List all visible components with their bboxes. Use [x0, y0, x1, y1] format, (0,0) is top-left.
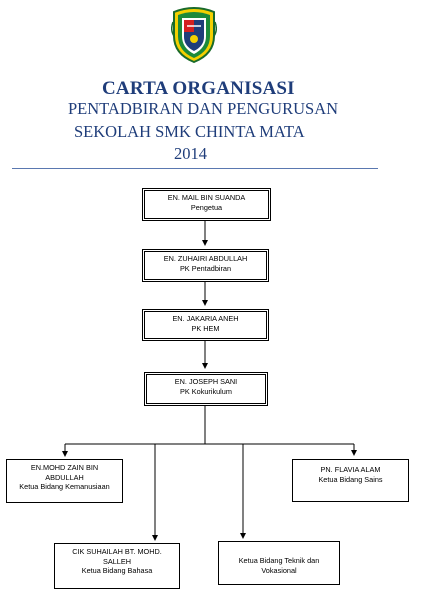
node-role: Ketua Bidang Sains [318, 474, 383, 484]
node-pk-kokurikulum: EN. JOSEPH SANI PK Kokurikulum [144, 372, 268, 406]
node-role: Ketua Bidang Teknik dan Vokasional [238, 556, 320, 575]
node-ketua-sains: PN. FLAVIA ALAM Ketua Bidang Sains [292, 459, 409, 502]
node-name: EN.MOHD ZAIN BIN ABDULLAH [30, 463, 99, 482]
node-role: PK Pentadbiran [179, 263, 232, 273]
school-crest-icon [171, 7, 217, 64]
node-role: PK Kokurikulum [180, 386, 232, 396]
node-name: EN. MAIL BIN SUANDA [167, 193, 246, 202]
node-role: Pengetua [190, 202, 223, 212]
header-divider [12, 168, 378, 169]
node-ketua-kemanusiaan: EN.MOHD ZAIN BIN ABDULLAH Ketua Bidang K… [6, 459, 123, 503]
node-name: PN. FLAVIA ALAM [320, 465, 381, 474]
node-ketua-bahasa: CIK SUHAILAH BT. MOHD. SALLEH Ketua Bida… [54, 543, 180, 589]
node-pengetua: EN. MAIL BIN SUANDA Pengetua [142, 188, 271, 221]
node-role: Ketua Bidang Bahasa [81, 566, 153, 576]
node-name: EN. JAKARIA ANEH [172, 314, 239, 323]
school-name: SEKOLAH SMK CHINTA MATA [74, 122, 305, 141]
chart-title: CARTA ORGANISASI [102, 78, 295, 99]
node-role: Ketua Bidang Kemanusiaan [19, 482, 110, 492]
node-pk-pentadbiran: EN. ZUHAIRI ABDULLAH PK Pentadbiran [142, 249, 269, 282]
node-name: EN. JOSEPH SANI [174, 377, 238, 386]
node-name: CIK SUHAILAH BT. MOHD. SALLEH [72, 547, 162, 566]
node-ketua-teknik: Ketua Bidang Teknik dan Vokasional [218, 541, 340, 585]
node-pk-hem: EN. JAKARIA ANEH PK HEM [142, 309, 269, 341]
chart-subtitle-line: PENTADBIRAN DAN PENGURUSAN [68, 99, 339, 118]
chart-year: 2014 [174, 144, 207, 163]
node-name: EN. ZUHAIRI ABDULLAH [163, 254, 248, 263]
node-role: PK HEM [191, 323, 220, 333]
